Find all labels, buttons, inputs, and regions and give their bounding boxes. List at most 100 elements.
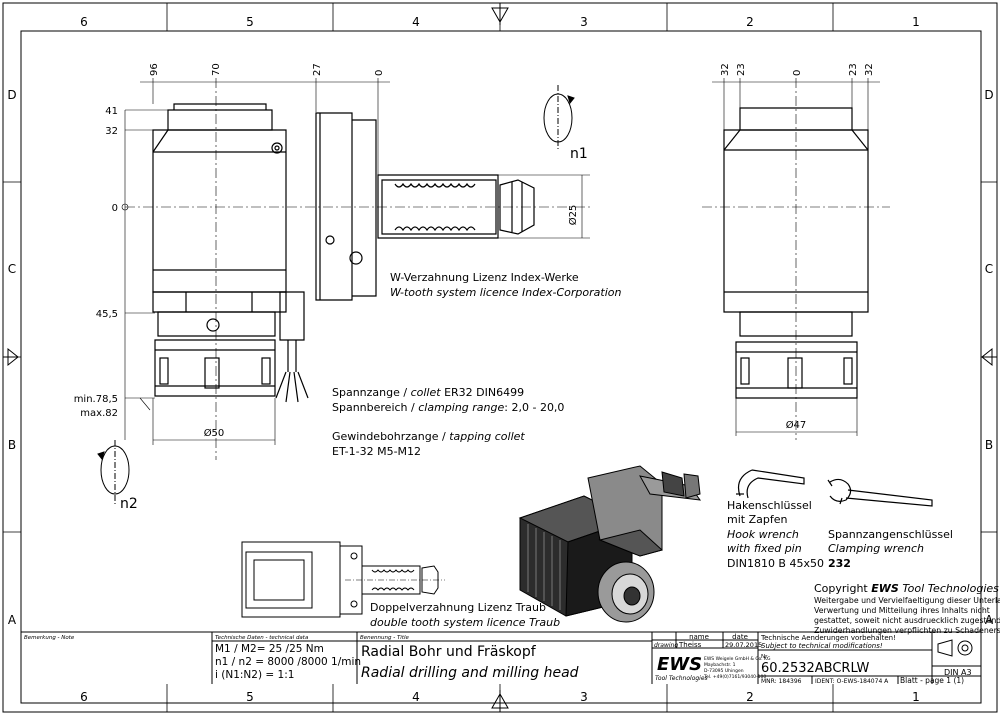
frame-col-top-5: 5 [246,15,254,29]
dim-41: 41 [105,106,118,117]
col-date-header: date [732,633,748,641]
projection-symbol [937,639,973,657]
dim-min-78-5: min.78,5 [74,394,118,405]
note-tap-de: Gewindebohrzange / [332,430,446,443]
frame-row-right-A: A [985,613,994,627]
hook-wrench-de2: mit Zapfen [727,513,787,526]
tech-ratio: i (N1:N2) = 1:1 [215,669,294,681]
side-view-dimension-lines [121,78,590,460]
rotation-label-n2: n2 [120,496,138,512]
rotation-symbol-n1 [543,85,575,150]
frame-col-top-2: 2 [746,15,754,29]
changes-en: Subject to technical modifications! [761,642,883,650]
dim-0-top: 0 [374,70,385,76]
front-view [723,107,869,399]
copyright-line-4: Zuwiderhandlungen verpflichten zu Schade… [814,626,1000,635]
clamping-wrench-drawing [827,478,933,507]
clamp-wrench-de: Spannzangenschlüssel [828,528,953,541]
sheet-page: Blatt - page 1 (1) [900,676,964,685]
title-english: Radial drilling and milling head [361,665,579,681]
frame-row-right-B: B [985,438,993,452]
note-range-de: Spannbereich / [332,401,415,414]
frame-col-bottom-2: 2 [746,690,754,704]
hook-wrench-drawing [736,469,805,499]
ews-logo-sub: Tool Technologies [655,675,708,682]
note-collet-line1: Spannzange / collet ER32 DIN6499 [332,386,524,399]
drawing-date: 29.07.2015 [725,641,762,649]
note-range-en: clamping range [418,401,504,414]
frame-col-top-6: 6 [80,15,88,29]
drawer-name: Theiss [678,641,702,649]
copyright-line-2: Verwertung und Mitteilung ihres Inhalts … [814,606,990,615]
company-line-2: Maybachstr. 1 [704,662,736,668]
note-w-tooth-de: W-Verzahnung Lizenz Index-Werke [390,271,579,284]
dim-32-left: 32 [720,63,731,76]
copyright-prefix: Copyright [814,582,871,595]
copyright-title: Copyright EWS Tool Technologies [814,582,999,595]
isometric-3d-view [518,465,702,623]
dim-45-5: 45,5 [96,309,118,320]
company-line-3: D-73095 Uhingen [704,668,744,674]
note-tap-line1: Gewindebohrzange / tapping collet [332,430,525,443]
dim-70: 70 [211,63,222,76]
changes-de: Technische Aenderungen vorbehalten! [760,634,896,642]
hook-wrench-code: DIN1810 B 45x50 [727,557,824,570]
dim-23-left: 23 [736,63,747,76]
title-block [21,631,981,684]
note-range-val: : 2,0 - 20,0 [504,401,564,414]
tech-data-label: Technische Daten - technical data [215,635,309,641]
company-line-4: Tel. +49(0)7161/93040-100 [703,674,766,680]
frame-row-right-D: D [984,88,993,102]
dim-32-right: 32 [864,63,875,76]
copyright-brand: EWS [871,582,899,595]
title-german: Radial Bohr und Fräskopf [361,644,537,660]
remark-label: Bemerkung - Note [24,635,75,641]
paper-format: DIN A3 [944,668,972,677]
mnr: MNR: 184396 [761,678,802,685]
frame-col-bottom-1: 1 [912,690,920,704]
frame-col-top-4: 4 [412,15,420,29]
nr-label: Nr. [761,654,769,660]
tech-speed: n1 / n2 = 8000 /8000 1/min [215,656,361,668]
dim-32: 32 [105,126,118,137]
frame-col-bottom-5: 5 [246,690,254,704]
note-tap-en: tapping collet [449,430,525,443]
frame-col-bottom-6: 6 [80,690,88,704]
hook-wrench-en1: Hook wrench [727,528,799,541]
company-line-1: EWS Weigele GmbH & Co. KG [704,656,771,662]
frame-row-right-C: C [985,262,993,276]
note-double-tooth-en: double tooth system licence Traub [370,616,560,629]
front-view-dimension-lines [702,78,890,440]
note-w-tooth-en: W-tooth system licence Index-Corporation [390,286,621,299]
dim-phi50: Ø50 [204,427,225,439]
drawing-label: drawing [654,642,678,649]
dim-phi25: Ø25 [567,205,579,226]
col-name-header: name [689,633,709,641]
frame-col-top-1: 1 [912,15,920,29]
rotation-symbol-n2 [97,440,130,505]
hook-wrench-en2: with fixed pin [727,542,802,555]
note-collet-val: ER32 DIN6499 [444,386,524,399]
frame-col-bottom-3: 3 [580,690,588,704]
frame-col-bottom-4: 4 [412,690,420,704]
note-double-tooth-de: Doppelverzahnung Lizenz Traub [370,601,546,614]
ident: IDENT: O-EWS-184074 A [815,678,889,685]
copyright-line-3: gestattet, soweit nicht ausdruecklich zu… [814,616,1000,625]
note-collet-de: Spannzange / [332,386,407,399]
bottom-small-view [241,541,445,618]
dim-23-right: 23 [848,63,859,76]
clamp-wrench-code: 232 [828,557,851,570]
dim-27: 27 [312,63,323,76]
note-range-line: Spannbereich / clamping range: 2,0 - 20,… [332,401,564,414]
frame-row-left-A: A [8,613,17,627]
ews-logo-text: EWS [657,654,702,675]
frame-row-left-C: C [8,262,16,276]
dim-0-center: 0 [792,70,803,76]
frame-row-left-D: D [7,88,16,102]
copyright-suffix: Tool Technologies [899,582,999,595]
note-collet-en: collet [411,386,442,399]
ews-logo: EWS Tool Technologies [655,651,708,682]
clamp-wrench-en: Clamping wrench [828,542,924,555]
